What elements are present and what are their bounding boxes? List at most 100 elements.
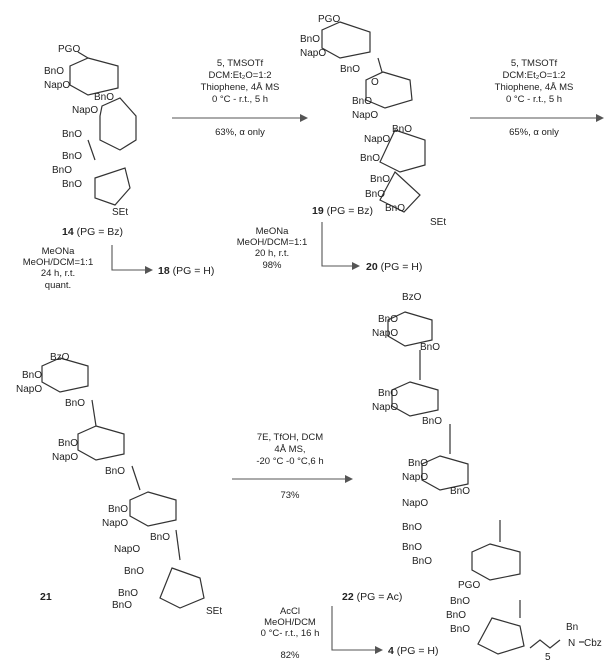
compound-19-structure: PGO BnO NapO BnO O BnO NapO BnO NapO BnO… bbox=[300, 14, 446, 228]
c22-label-bno-3: BnO bbox=[378, 388, 398, 399]
a4-time: 20 h, r.t. bbox=[255, 248, 289, 259]
a6-reagent: AcCl bbox=[280, 606, 300, 617]
a3-time: 24 h, r.t. bbox=[41, 268, 75, 279]
c14-label-pgo: PGO bbox=[58, 44, 80, 55]
arrow-2: 5, TMSOTf DCM:Et₂O=1:2 Thiophene, 4Å MS … bbox=[470, 58, 604, 138]
a5-additive: 4Å MS, bbox=[274, 444, 305, 455]
c18-number: 18 (PG = H) bbox=[158, 265, 214, 277]
compound-22-structure: BzO BnO NapO BnO BnO NapO BnO BnO NapO B… bbox=[372, 292, 602, 663]
c19-label-bno-5: BnO bbox=[360, 153, 380, 164]
a6-yield: 82% bbox=[280, 650, 300, 661]
a3-solvent: MeOH/DCM=1:1 bbox=[23, 257, 93, 268]
c14-label-napo-1: NapO bbox=[44, 80, 70, 91]
c22-label-napo-3: NapO bbox=[402, 472, 428, 483]
c22-label-bno-11: BnO bbox=[446, 610, 466, 621]
c22-label-bno-1: BnO bbox=[378, 314, 398, 325]
c14-label-set: SEt bbox=[112, 207, 128, 218]
arrow-1: 5, TMSOTf DCM:Et₂O=1:2 Thiophene, 4Å MS … bbox=[172, 58, 308, 138]
c22-label-bno-2: BnO bbox=[420, 342, 440, 353]
a6-temp-time: 0 °C- r.t., 16 h bbox=[261, 628, 320, 639]
c4-number: 4 (PG = H) bbox=[388, 645, 438, 657]
c21-label-bno-7: BnO bbox=[124, 566, 144, 577]
arrow-6: AcCl MeOH/DCM 0 °C- r.t., 16 h 82% bbox=[261, 606, 383, 661]
c21-label-bno-6: BnO bbox=[150, 532, 170, 543]
c22-label-napo-1: NapO bbox=[372, 328, 398, 339]
c22-label-bn: Bn bbox=[566, 622, 578, 633]
c21-label-bno-4: BnO bbox=[105, 466, 125, 477]
c19-label-bno-1: BnO bbox=[300, 34, 320, 45]
c22-label-bno-9: BnO bbox=[412, 556, 432, 567]
c22-label-cbz: Cbz bbox=[584, 638, 602, 649]
a3-yield: quant. bbox=[45, 280, 71, 291]
a6-solvent: MeOH/DCM bbox=[264, 617, 316, 628]
c19-label-o: O bbox=[371, 77, 379, 88]
c19-label-napo-1: NapO bbox=[300, 48, 326, 59]
c21-label-bzo: BzO bbox=[50, 352, 70, 363]
c19-label-bno-7: BnO bbox=[365, 189, 385, 200]
c22-label-bno-8: BnO bbox=[402, 542, 422, 553]
c19-label-bno-4: BnO bbox=[392, 124, 412, 135]
c20-number: 20 (PG = H) bbox=[366, 261, 422, 273]
a1-solvent: DCM:Et₂O=1:2 bbox=[208, 70, 271, 81]
c19-number: 19 (PG = Bz) bbox=[312, 205, 373, 217]
a4-yield: 98% bbox=[262, 260, 282, 271]
compound-14-structure: PGO BnO NapO BnO NapO BnO BnO BnO BnO SE… bbox=[44, 44, 137, 218]
c19-label-bno-3: BnO bbox=[352, 96, 372, 107]
c22-label-n: N bbox=[568, 638, 575, 649]
c21-label-bno-1: BnO bbox=[22, 370, 42, 381]
c14-label-bno-6: BnO bbox=[62, 179, 82, 190]
a2-reagent: 5, TMSOTf bbox=[511, 58, 558, 69]
c19-label-napo-3: NapO bbox=[364, 134, 390, 145]
a4-solvent: MeOH/DCM=1:1 bbox=[237, 237, 307, 248]
a2-additive: Thiophene, 4Å MS bbox=[495, 82, 574, 93]
c21-label-napo-4: NapO bbox=[114, 544, 140, 555]
c22-label-pgo: PGO bbox=[458, 580, 480, 591]
c21-label-bno-8: BnO bbox=[118, 588, 138, 599]
c22-label-bno-10: BnO bbox=[450, 596, 470, 607]
c14-label-bno-1: BnO bbox=[44, 66, 64, 77]
c22-label-bzo: BzO bbox=[402, 292, 422, 303]
c14-number: 14 (PG = Bz) bbox=[62, 226, 123, 238]
c21-label-set: SEt bbox=[206, 606, 222, 617]
compound-21-structure: BzO BnO NapO BnO BnO NapO BnO BnO NapO B… bbox=[16, 352, 222, 617]
c14-label-bno-5: BnO bbox=[52, 165, 72, 176]
a1-reagent: 5, TMSOTf bbox=[217, 58, 264, 69]
a2-solvent: DCM:Et₂O=1:2 bbox=[502, 70, 565, 81]
c19-label-bno-2: BnO bbox=[340, 64, 360, 75]
a2-temp-time: 0 °C - r.t., 5 h bbox=[506, 94, 562, 105]
c19-label-bno-6: BnO bbox=[370, 174, 390, 185]
c22-label-n-count: 5 bbox=[545, 652, 551, 663]
c22-label-bno-5: BnO bbox=[408, 458, 428, 469]
c21-label-napo-1: NapO bbox=[16, 384, 42, 395]
c19-label-pgo: PGO bbox=[318, 14, 340, 25]
a1-temp-time: 0 °C - r.t., 5 h bbox=[212, 94, 268, 105]
c14-label-napo-2: NapO bbox=[72, 105, 98, 116]
c14-label-bno-2: BnO bbox=[94, 92, 114, 103]
c22-label-bno-12: BnO bbox=[450, 624, 470, 635]
a5-temp-time: -20 °C -0 °C,6 h bbox=[256, 456, 323, 467]
c21-label-bno-2: BnO bbox=[65, 398, 85, 409]
a1-yield: 63%, α only bbox=[215, 127, 265, 138]
c21-label-bno-3: BnO bbox=[58, 438, 78, 449]
c22-label-napo-4: NapO bbox=[402, 498, 428, 509]
arrow-3: MeONa MeOH/DCM=1:1 24 h, r.t. quant. bbox=[23, 245, 153, 291]
a3-reagent: MeONa bbox=[42, 246, 75, 257]
c19-label-set: SEt bbox=[430, 217, 446, 228]
arrow-4: MeONa MeOH/DCM=1:1 20 h, r.t. 98% bbox=[237, 222, 360, 271]
c22-label-bno-6: BnO bbox=[450, 486, 470, 497]
a2-yield: 65%, α only bbox=[509, 127, 559, 138]
c14-label-bno-4: BnO bbox=[62, 151, 82, 162]
c19-label-napo-2: NapO bbox=[352, 110, 378, 121]
a5-yield: 73% bbox=[280, 490, 300, 501]
a4-reagent: MeONa bbox=[256, 226, 289, 237]
c21-label-bno-5: BnO bbox=[108, 504, 128, 515]
c19-label-bno-8: BnO bbox=[385, 203, 405, 214]
c21-number: 21 bbox=[40, 591, 52, 603]
c21-label-napo-3: NapO bbox=[102, 518, 128, 529]
c14-label-bno-3: BnO bbox=[62, 129, 82, 140]
c21-label-bno-9: BnO bbox=[112, 600, 132, 611]
c22-label-bno-7: BnO bbox=[402, 522, 422, 533]
a5-reagent: 7E, TfOH, DCM bbox=[257, 432, 323, 443]
